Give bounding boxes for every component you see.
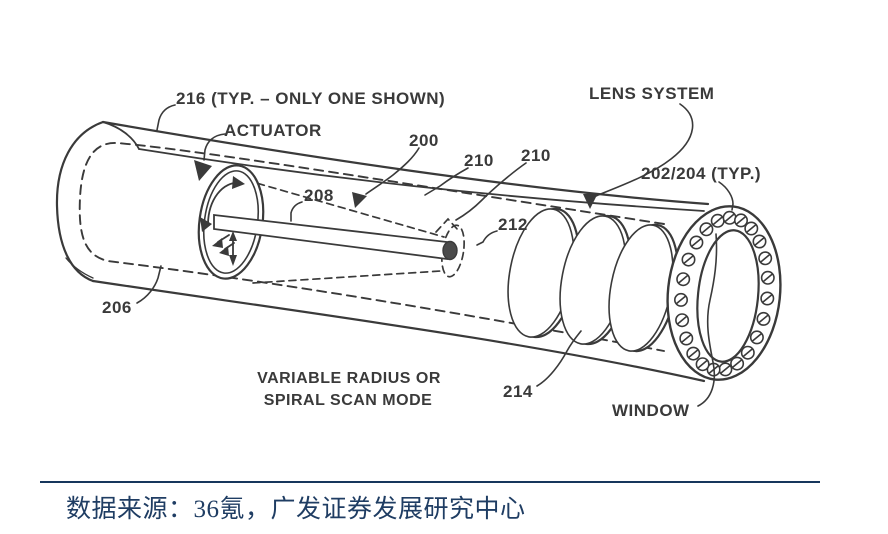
lens-system-arrowhead <box>583 193 598 209</box>
label-scan-mode-line1: VARIABLE RADIUS OR <box>257 370 441 387</box>
patent-figure: 216 (TYP. – ONLY ONE SHOWN) ACTUATOR 200… <box>55 84 782 420</box>
label-window: WINDOW <box>612 401 690 420</box>
leader-lines <box>136 103 734 407</box>
leader-200 <box>365 147 420 195</box>
label-214: 214 <box>503 382 533 401</box>
fiber-ring-holes <box>673 210 775 377</box>
outer-housing-tube <box>55 120 710 383</box>
label-208: 208 <box>304 186 334 205</box>
endoscope-diagram: 216 (TYP. – ONLY ONE SHOWN) ACTUATOR 200… <box>55 84 782 420</box>
lens-system-group <box>507 207 679 353</box>
leader-206 <box>136 265 162 304</box>
leader-208 <box>290 201 303 222</box>
leader-actuator <box>203 133 226 161</box>
label-206: 206 <box>102 298 132 317</box>
label-200: 200 <box>409 131 439 150</box>
inner-bore-hidden-lines <box>78 142 665 352</box>
leader-212 <box>476 230 498 246</box>
end-window-ring <box>666 205 782 381</box>
lens-3 <box>608 223 679 353</box>
label-actuator: ACTUATOR <box>224 121 322 140</box>
data-source-note: 数据来源：36氪，广发证券发展研究中心 <box>66 496 526 523</box>
actuator-motion-arrows <box>200 176 245 266</box>
leader-window <box>697 233 718 407</box>
label-212: 212 <box>498 215 528 234</box>
ref-200-arrowhead <box>352 192 367 208</box>
leader-210-right <box>455 162 527 221</box>
leader-lens-system <box>595 103 694 197</box>
label-scan-mode-line2: SPIRAL SCAN MODE <box>264 392 433 409</box>
leader-214 <box>536 330 582 387</box>
actuator-arrowhead <box>194 160 212 181</box>
leader-202-204 <box>718 181 734 211</box>
source-divider-rule <box>40 481 820 483</box>
label-216: 216 (TYP. – ONLY ONE SHOWN) <box>176 89 445 108</box>
figure-labels: 216 (TYP. – ONLY ONE SHOWN) ACTUATOR 200… <box>102 84 761 420</box>
label-lens-system: LENS SYSTEM <box>589 84 714 103</box>
leader-210-left <box>424 167 469 196</box>
label-210-right: 210 <box>521 146 551 165</box>
fiber-tip <box>442 240 458 261</box>
label-210-left: 210 <box>464 151 494 170</box>
window-ellipse <box>696 229 760 363</box>
leader-216 <box>156 104 176 131</box>
label-202-204: 202/204 (TYP.) <box>641 164 761 183</box>
fiber-cantilever <box>213 213 458 261</box>
